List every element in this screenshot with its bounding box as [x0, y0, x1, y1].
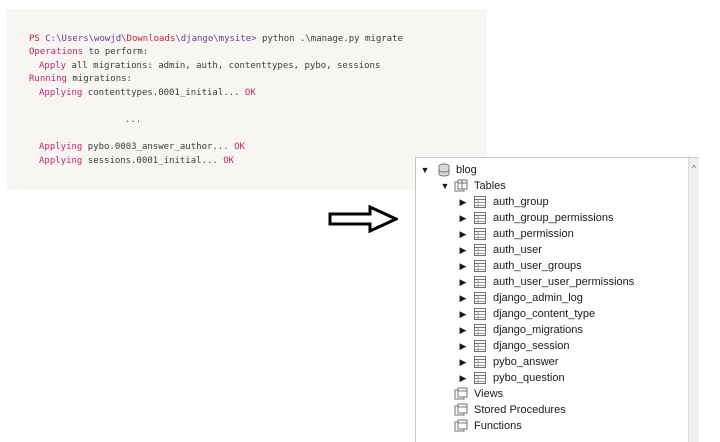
stored-procedures-folder-icon [454, 403, 468, 416]
expand-toggle-icon[interactable]: ▼ [420, 165, 430, 175]
tables-label: Tables [474, 180, 506, 192]
terminal-ellipsis: ... [125, 115, 142, 125]
prompt-prefix: PS [29, 34, 46, 44]
migration-status: OK [239, 88, 256, 98]
migration-line: Applying pybo.0003_answer_author... OK [29, 141, 245, 154]
running-rest: migrations: [66, 74, 132, 84]
prompt-path-rest: \django\mysite> [175, 34, 263, 44]
collapse-toggle-icon[interactable]: ▶ [459, 229, 467, 239]
collapse-toggle-icon[interactable]: ▶ [459, 373, 467, 383]
apply-word: Apply [39, 61, 67, 71]
table-icon [474, 356, 486, 368]
table-label: auth_group_permissions [493, 212, 614, 224]
migration-line: Applying sessions.0001_initial... OK [29, 155, 234, 168]
table-label: auth_user_groups [493, 260, 582, 272]
scroll-up-arrow-icon[interactable]: ^ [692, 164, 696, 173]
tree-node-stored-procedures[interactable]: Stored Procedures [454, 402, 674, 418]
collapse-toggle-icon[interactable]: ▶ [459, 293, 467, 303]
views-label: Views [474, 388, 504, 400]
database-tree-panel: ^ ▼ blog ▼ Tables ▶ auth_group ▶ auth_group… [415, 157, 699, 442]
views-folder-icon [454, 387, 468, 400]
migration-verb: Applying [39, 142, 83, 152]
operations-heading: Operations [29, 47, 84, 57]
collapse-toggle-icon[interactable]: ▶ [459, 357, 467, 367]
migration-name: pybo.0003_answer_author... [82, 142, 229, 152]
table-icon [474, 260, 486, 272]
table-label: django_migrations [493, 324, 583, 336]
apply-rest: all migrations: admin, auth, contenttype… [66, 61, 381, 71]
collapse-toggle-icon[interactable]: ▶ [459, 309, 467, 319]
tree-node-database[interactable]: ▼ blog [420, 162, 670, 178]
terminal-output-panel: PS C:\Users\wowjd\Downloads\django\mysit… [7, 9, 487, 190]
migration-name: sessions.0001_initial... [82, 156, 218, 166]
tree-node-table[interactable]: ▶ django_session [458, 338, 678, 354]
table-label: auth_user [493, 244, 542, 256]
expand-toggle-icon[interactable]: ▼ [440, 181, 450, 191]
table-icon [474, 308, 486, 320]
collapse-toggle-icon[interactable]: ▶ [459, 261, 467, 271]
table-icon [474, 228, 486, 240]
table-icon [474, 340, 486, 352]
tree-node-views[interactable]: Views [454, 386, 674, 402]
tree-node-table[interactable]: ▶ auth_user_groups [458, 258, 678, 274]
operations-rest: to perform: [83, 47, 149, 57]
table-label: pybo_question [493, 372, 565, 384]
tree-node-functions[interactable]: Functions [454, 418, 674, 434]
collapse-toggle-icon[interactable]: ▶ [459, 245, 467, 255]
prompt-path: C:\Users\wowjd\ [45, 34, 127, 44]
table-icon [474, 196, 486, 208]
collapse-toggle-icon[interactable]: ▶ [459, 277, 467, 287]
table-label: django_session [493, 340, 570, 352]
tree-node-table[interactable]: ▶ pybo_answer [458, 354, 678, 370]
migration-verb: Applying [39, 88, 83, 98]
migration-verb: Applying [39, 156, 83, 166]
running-heading: Running [29, 74, 67, 84]
database-label: blog [456, 164, 477, 176]
functions-folder-icon [454, 419, 468, 432]
table-icon [474, 372, 486, 384]
migration-status: OK [228, 142, 245, 152]
collapse-toggle-icon[interactable]: ▶ [459, 197, 467, 207]
tree-node-table[interactable]: ▶ auth_group_permissions [458, 210, 678, 226]
tree-node-table[interactable]: ▶ auth_permission [458, 226, 678, 242]
table-icon [474, 324, 486, 336]
collapse-toggle-icon[interactable]: ▶ [459, 213, 467, 223]
table-icon [474, 212, 486, 224]
migration-line: Applying contenttypes.0001_initial... OK [29, 87, 256, 100]
tree-node-table[interactable]: ▶ auth_group [458, 194, 678, 210]
stored-procedures-label: Stored Procedures [474, 404, 566, 416]
tree-node-tables[interactable]: ▼ Tables [440, 178, 670, 194]
tree-node-table[interactable]: ▶ django_content_type [458, 306, 678, 322]
table-label: django_admin_log [493, 292, 583, 304]
tree-node-table[interactable]: ▶ auth_user [458, 242, 678, 258]
table-label: django_content_type [493, 308, 596, 320]
table-icon [474, 292, 486, 304]
tree-node-table[interactable]: ▶ django_migrations [458, 322, 678, 338]
table-label: auth_user_user_permissions [493, 276, 635, 288]
functions-label: Functions [474, 420, 522, 432]
tree-node-table[interactable]: ▶ django_admin_log [458, 290, 678, 306]
table-label: pybo_answer [493, 356, 559, 368]
tree-node-table[interactable]: ▶ auth_user_user_permissions [458, 274, 678, 290]
tree-node-table[interactable]: ▶ pybo_question [458, 370, 678, 386]
apply-line: Apply all migrations: admin, auth, conte… [29, 60, 380, 73]
table-icon [474, 276, 486, 288]
collapse-toggle-icon[interactable]: ▶ [459, 325, 467, 335]
table-icon [474, 244, 486, 256]
running-line: Running migrations: [29, 73, 132, 86]
terminal-command-line: PS C:\Users\wowjd\Downloads\django\mysit… [29, 33, 403, 46]
terminal-command: python .\manage.py migrate [262, 34, 403, 44]
table-label: auth_permission [493, 228, 574, 240]
tables-folder-icon [454, 179, 468, 192]
migration-name: contenttypes.0001_initial... [82, 88, 240, 98]
operations-line: Operations to perform: [29, 46, 148, 59]
prompt-path-downloads: Downloads [126, 34, 176, 44]
tree-scrollbar[interactable] [688, 158, 699, 442]
migration-status: OK [217, 156, 235, 166]
table-label: auth_group [493, 196, 549, 208]
collapse-toggle-icon[interactable]: ▶ [459, 341, 467, 351]
right-arrow-icon [328, 205, 398, 233]
database-icon [438, 163, 450, 177]
